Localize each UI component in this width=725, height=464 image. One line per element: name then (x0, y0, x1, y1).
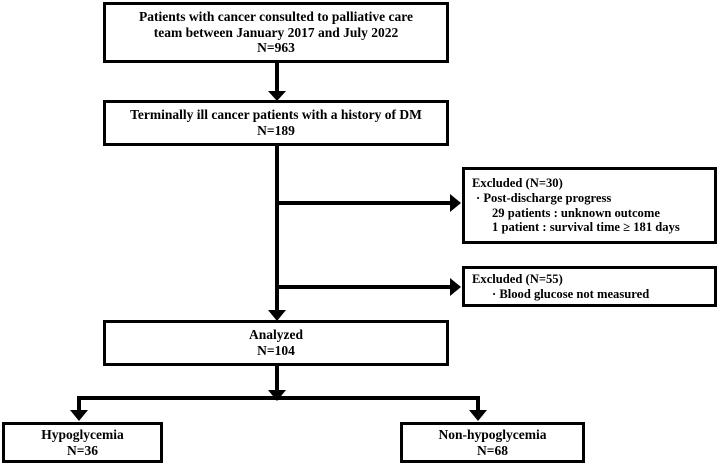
connector-trunk-to-excluded-2 (277, 278, 461, 296)
excluded-1-detail-1: 29 patients : unknown outcome (492, 205, 660, 220)
analyzed-box: Analyzed N=104 (103, 320, 449, 366)
analyzed-count: N=104 (257, 343, 295, 358)
hypoglycemia-title: Hypoglycemia (41, 426, 124, 442)
connector-eligible-to-analyzed (268, 146, 286, 321)
connector-analyzed-split (70, 366, 487, 421)
excluded-box-1: Excluded (N=30) · Post-discharge progres… (462, 167, 717, 244)
hypoglycemia-box: Hypoglycemia N=36 (2, 422, 163, 463)
excluded-1-bullet-row: · Post-discharge progress (472, 191, 611, 206)
eligible-line-1: Terminally ill cancer patients with a hi… (130, 107, 422, 123)
excluded-box-2: Excluded (N=55) · Blood glucose not meas… (462, 266, 717, 307)
eligible-box: Terminally ill cancer patients with a hi… (103, 100, 449, 146)
eligible-count: N=189 (257, 123, 295, 138)
bullet-icon: · (476, 190, 481, 205)
excluded-1-heading: Excluded (N=30) (472, 175, 563, 190)
non-hypoglycemia-box: Non-hypoglycemia N=68 (400, 422, 585, 463)
connector-trunk-to-excluded-1 (277, 194, 461, 212)
analyzed-title: Analyzed (249, 327, 303, 343)
connector-enrolled-to-eligible (268, 63, 286, 101)
non-hypoglycemia-title: Non-hypoglycemia (438, 426, 547, 442)
excluded-2-heading: Excluded (N=55) (472, 271, 563, 286)
excluded-2-bullet-row: · Blood glucose not measured (472, 287, 649, 302)
enrolled-line-2: team between January 2017 and July 2022 (153, 24, 399, 40)
enrolled-count: N=963 (257, 40, 295, 56)
excluded-1-detail-2: 1 patient : survival time ≥ 181 days (492, 220, 680, 235)
excluded-1-bullet-text: Post-discharge progress (483, 190, 612, 205)
excluded-2-bullet-text: Blood glucose not measured (499, 286, 650, 301)
enrolled-line-1: Patients with cancer consulted to pallia… (139, 8, 413, 24)
hypoglycemia-count: N=36 (67, 442, 98, 458)
bullet-icon: · (492, 286, 497, 301)
enrolled-box: Patients with cancer consulted to pallia… (103, 2, 449, 63)
non-hypoglycemia-count: N=68 (477, 442, 508, 458)
